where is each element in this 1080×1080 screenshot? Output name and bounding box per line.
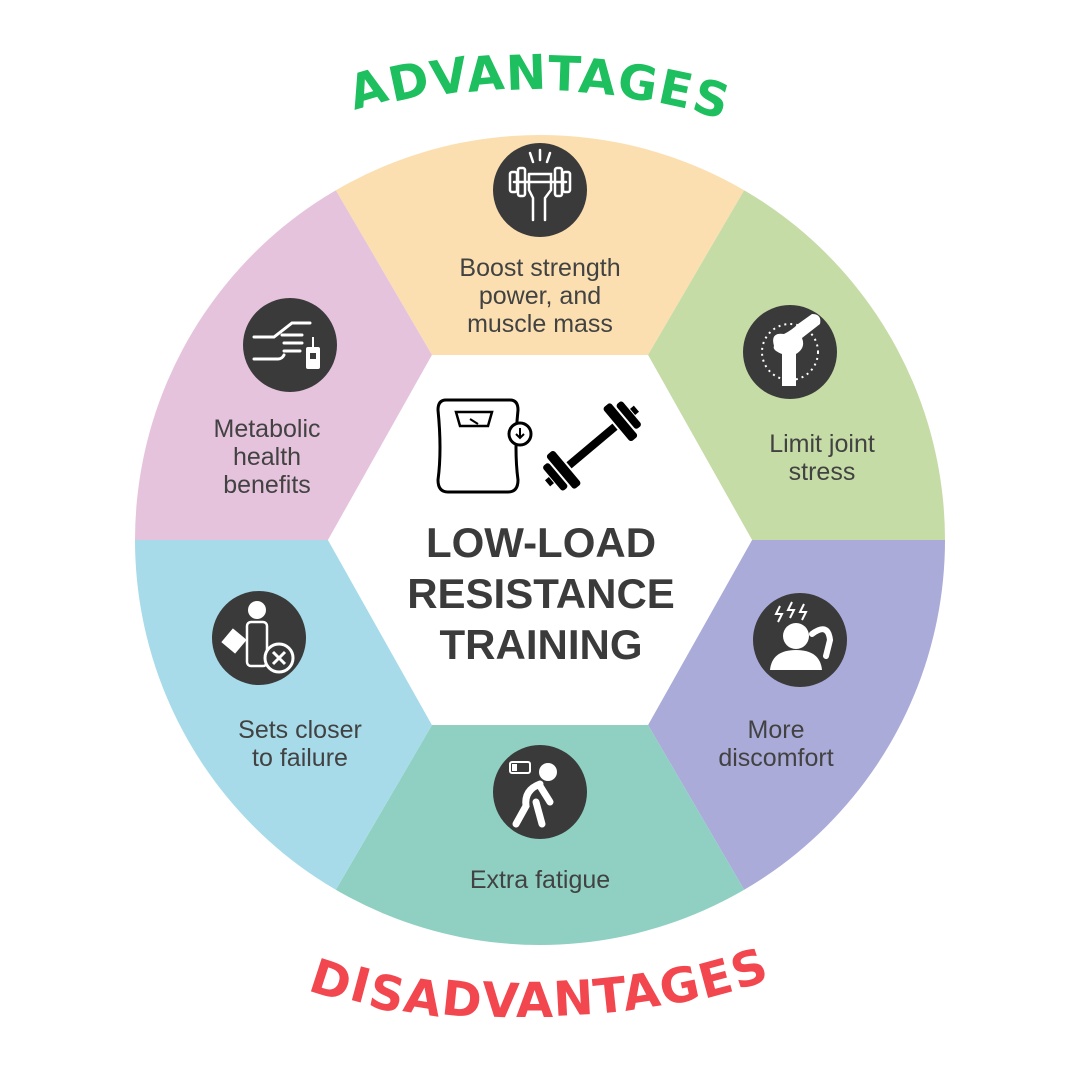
label-line: stress bbox=[789, 458, 856, 486]
label-line: Boost strength bbox=[459, 254, 620, 282]
label-line: Metabolic bbox=[214, 415, 321, 443]
label-line: Extra fatigue bbox=[470, 866, 610, 894]
dumbbell-icon bbox=[543, 401, 641, 491]
label-line: muscle mass bbox=[467, 310, 613, 338]
label-line: health bbox=[233, 443, 301, 471]
title-line: LOW-LOAD bbox=[426, 519, 656, 566]
label-line: Limit joint bbox=[769, 430, 875, 458]
title-line: TRAINING bbox=[440, 621, 643, 668]
label-line: to failure bbox=[252, 744, 348, 772]
label-fatigue: Extra fatigue bbox=[470, 866, 610, 894]
disadvantages-heading: DISADVANTAGES bbox=[303, 937, 775, 1030]
label-line: More bbox=[748, 716, 805, 744]
label-line: Sets closer bbox=[238, 716, 362, 744]
label-discomfort: More discomfort bbox=[718, 716, 833, 772]
label-metabolic: Metabolic health benefits bbox=[214, 415, 321, 499]
center-title: LOW-LOAD RESISTANCE TRAINING bbox=[407, 519, 675, 668]
label-failure: Sets closer to failure bbox=[238, 716, 362, 772]
tired-person-low-battery-icon bbox=[493, 745, 587, 839]
advantages-heading: ADVANTAGES bbox=[342, 45, 736, 132]
label-line: discomfort bbox=[718, 744, 833, 772]
label-line: power, and bbox=[479, 282, 601, 310]
title-line: RESISTANCE bbox=[407, 570, 675, 617]
headache-person-icon bbox=[753, 593, 847, 687]
glucose-meter-finger-icon bbox=[243, 298, 337, 392]
joint-bone-icon bbox=[743, 305, 837, 399]
center-hexagon bbox=[328, 355, 752, 725]
flexed-arm-dumbbell-icon bbox=[493, 143, 587, 237]
failed-person-icon bbox=[212, 591, 306, 685]
weight-scale-icon bbox=[436, 398, 533, 494]
label-line: benefits bbox=[223, 471, 311, 499]
label-strength: Boost strength power, and muscle mass bbox=[459, 254, 620, 338]
label-joint-stress: Limit joint stress bbox=[769, 430, 875, 486]
